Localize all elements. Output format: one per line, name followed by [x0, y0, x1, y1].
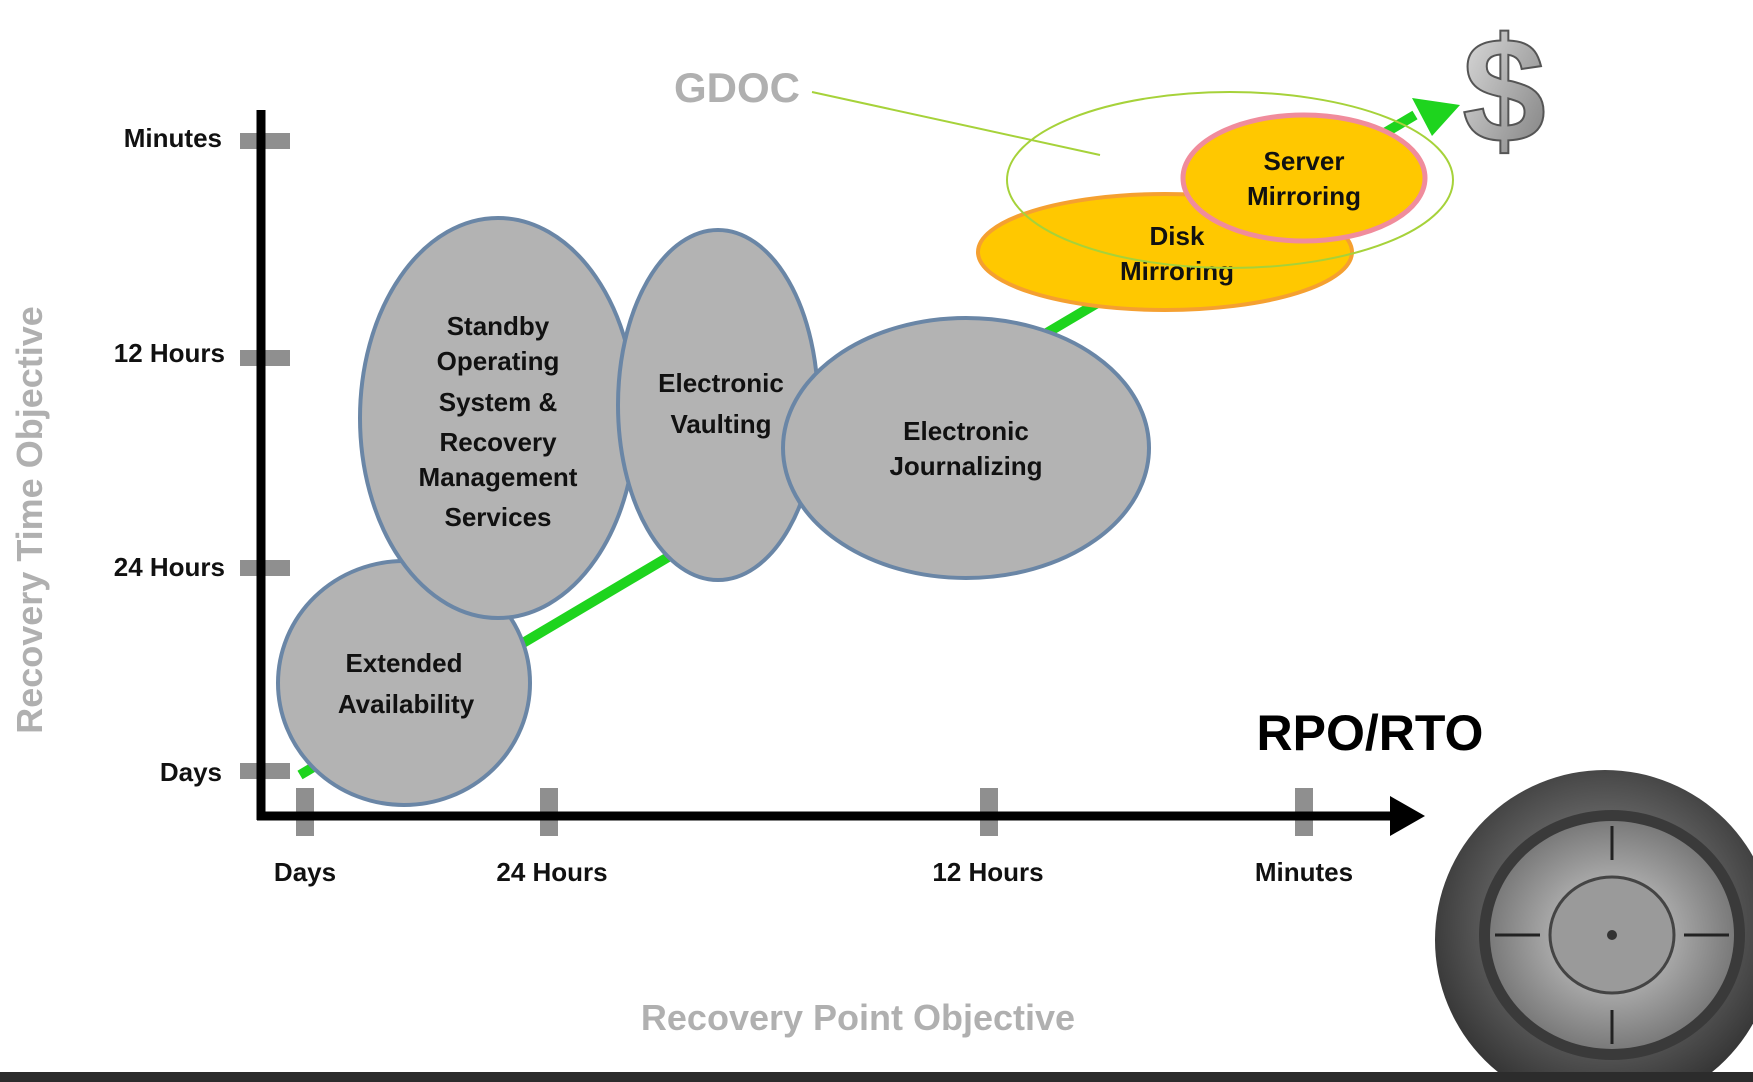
x-tick-label-minutes: Minutes	[1255, 857, 1353, 887]
x-tick-label-days: Days	[274, 857, 336, 887]
node-text-journalizing-2: Journalizing	[889, 451, 1042, 481]
node-text-standby-2: Operating	[437, 346, 560, 376]
node-text-standby-4: Recovery	[439, 427, 557, 457]
node-standby: Standby Operating System & Recovery Mana…	[358, 216, 638, 620]
x-axis-ticks: Days 24 Hours 12 Hours Minutes	[274, 788, 1353, 887]
compass-icon	[1435, 770, 1753, 1082]
trend-arrowhead	[1412, 98, 1460, 136]
node-text-journalizing-1: Electronic	[903, 416, 1029, 446]
x-axis-title: Recovery Point Objective	[641, 997, 1075, 1038]
node-text-standby-6: Services	[445, 502, 552, 532]
node-text-extended-1: Extended	[345, 648, 462, 678]
y-axis-title: Recovery Time Objective	[9, 306, 50, 734]
node-text-server-2: Mirroring	[1247, 181, 1361, 211]
node-server-mirroring: Server Mirroring	[1180, 112, 1428, 244]
gdoc-connector	[811, 91, 1101, 156]
x-tick-label-24h: 24 Hours	[496, 857, 607, 887]
node-text-server-1: Server	[1264, 146, 1345, 176]
node-text-standby-5: Management	[419, 462, 578, 492]
node-electronic-journalizing: Electronic Journalizing	[781, 316, 1151, 580]
x-axis-arrowhead	[1390, 796, 1425, 836]
node-text-disk-1: Disk	[1150, 221, 1205, 251]
y-tick-label-days: Days	[160, 757, 222, 787]
node-text-standby-3: System &	[439, 387, 558, 417]
node-extended-availability: Extended Availability	[276, 559, 532, 807]
node-text-vaulting-1: Electronic	[658, 368, 784, 398]
x-tick-label-12h: 12 Hours	[932, 857, 1043, 887]
gdoc-ring	[1006, 91, 1454, 269]
y-tick-label-12h: 12 Hours	[114, 338, 225, 368]
y-tick-label-24h: 24 Hours	[114, 552, 225, 582]
node-text-extended-2: Availability	[338, 689, 475, 719]
y-tick-label-minutes: Minutes	[124, 123, 222, 153]
rpo-rto-label: RPO/RTO	[1257, 705, 1484, 761]
gdoc-label: GDOC	[674, 64, 800, 111]
footer-bar	[0, 1072, 1753, 1082]
node-electronic-vaulting: Electronic Vaulting	[616, 228, 820, 582]
dollar-icon: $	[1462, 6, 1545, 174]
node-text-vaulting-2: Vaulting	[670, 409, 771, 439]
node-text-standby-1: Standby	[447, 311, 550, 341]
